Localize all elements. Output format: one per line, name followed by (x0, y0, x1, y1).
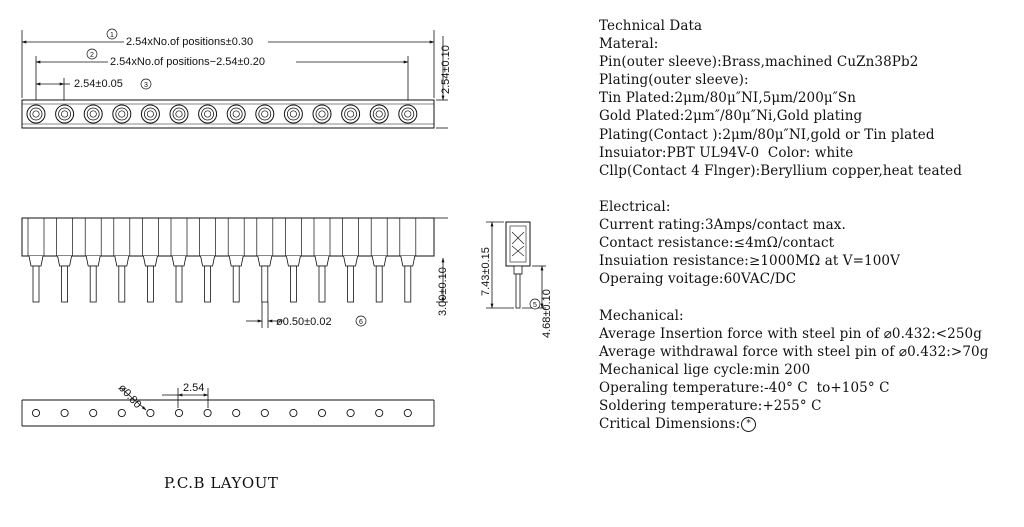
top-socket-contact (283, 104, 303, 124)
spec-plating-contact: Plating(Contact ):2μm/80μ″NI,gold or Tin… (599, 126, 935, 143)
dim-total-marker: 1 (110, 32, 114, 39)
spec-gold-plated: Gold Plated:2μm″/80μ″Ni,Gold plating (599, 108, 863, 125)
top-socket-contact (198, 104, 218, 124)
spec-contact-resistance: Contact resistance:≤4mΩ/contact (599, 235, 835, 252)
side-pin (342, 218, 359, 303)
mechanical-title: Mechanical: (599, 307, 684, 324)
top-socket-contact (112, 104, 132, 124)
pcb-pitch-label: 2.54 (183, 382, 204, 394)
pcb-hole (289, 408, 298, 418)
pcb-hole (203, 408, 212, 418)
pcb-hole (232, 408, 241, 418)
dim-pin-length-label: 3.00±0.10 (437, 267, 449, 316)
pcb-hole (403, 408, 412, 418)
dim-pin-dia-label: ø0.50±0.02 (276, 316, 332, 328)
side-pin (285, 218, 302, 303)
pcb-layout-caption: P.C.B LAYOUT (164, 474, 279, 492)
pcb-hole (31, 408, 41, 418)
spec-clip: Cllp(Contact 4 Flnger):Beryllium copper,… (599, 162, 962, 179)
dim-height-label: 2.54±0.10 (440, 45, 452, 94)
dim-inner-marker: 2 (90, 52, 94, 59)
side-pin (313, 218, 331, 303)
pcb-hole (174, 408, 184, 418)
dim-inner-label: 2.54xNo.of positions−2.54±0.20 (110, 56, 265, 68)
top-socket-contact (226, 104, 246, 124)
top-socket-contact (140, 104, 160, 124)
top-socket-contact (169, 104, 189, 124)
electrical-title: Electrical: (599, 198, 671, 215)
pcb-layout: 2.54 ø0.80 (21, 382, 435, 427)
spec-voltage: Operaing voitage:60VAC/DC (599, 271, 797, 288)
dim-tail-marker: 5 (533, 302, 537, 309)
pcb-hole (146, 408, 155, 418)
side-pin (170, 218, 188, 303)
pcb-hole (260, 408, 269, 418)
spec-operating-temp: Operaling temperature:-40° C to+105° C (599, 379, 890, 396)
critical-dimensions-label: Critical Dimensions: (599, 416, 741, 433)
spec-life-cycle: Mechanical lige cycle:min 200 (599, 361, 811, 378)
side-pin (199, 218, 216, 303)
spec-pin: Pin(outer sleeve):Brass,machined CuZn38P… (599, 54, 919, 71)
top-socket-contact (369, 104, 389, 124)
pcb-hole (375, 408, 384, 418)
side-pin (227, 218, 245, 303)
spec-insulation-resistance: Insuiation resistance:≥1000MΩ at V=100V (599, 253, 900, 270)
pcb-hole (317, 408, 327, 418)
side-pin (27, 218, 45, 303)
technical-drawing: 2.54xNo.of positions±0.30 1 2.54xNo.of p… (21, 28, 553, 427)
dim-pin-dia-marker: 6 (359, 319, 363, 326)
end-view: 7.43±0.15 4.68±0.10 5 (480, 221, 553, 338)
side-pin (56, 218, 73, 303)
dim-pitch-label: 2.54±0.05 (74, 78, 123, 90)
spec-panel: Technical Data Materal: Pin(outer sleeve… (599, 17, 1019, 433)
side-pin (142, 218, 159, 303)
side-pin (370, 218, 388, 303)
spec-insertion-force: Average Insertion force with steel pin o… (599, 325, 982, 342)
dim-tail-label: 4.68±0.10 (541, 289, 553, 338)
technical-data-title: Technical Data (599, 18, 703, 34)
pcb-hole (117, 408, 126, 418)
top-socket-contact (83, 104, 103, 124)
top-socket-contact (312, 104, 332, 124)
spec-tin-plated: Tin Plated:2μm/80μ″NI,5μm/200μ″Sn (599, 90, 857, 107)
dim-pitch-marker: 3 (144, 82, 148, 89)
top-socket-contact (341, 104, 361, 124)
side-view: 3.00±0.10 ø0.50±0.02 6 (21, 217, 449, 328)
spec-insulator: Insuiator:PBT UL94V-0 Color: white (599, 144, 854, 161)
spec-current: Current rating:3Amps/contact max. (599, 217, 846, 234)
pcb-hole (89, 408, 98, 418)
pcb-hole (346, 408, 355, 418)
side-pin (399, 218, 417, 303)
dim-body-label: 7.43±0.15 (480, 247, 492, 296)
material-title: Materal: (599, 36, 659, 53)
top-socket-contact (398, 104, 418, 124)
side-pin (256, 218, 274, 303)
top-socket-contact (26, 104, 46, 124)
spec-critical-dimensions: Critical Dimensions:* (599, 415, 1019, 433)
spec-withdrawal-force: Average withdrawal force with steel pin … (599, 343, 989, 360)
spec-plating-outer: Plating(outer sleeve): (599, 72, 749, 89)
top-socket-contact (55, 104, 75, 124)
dim-total-label: 2.54xNo.of positions±0.30 (126, 36, 253, 48)
pcb-hole (60, 408, 69, 418)
spec-soldering-temp: Soldering temperature:+255° C (599, 397, 822, 414)
critical-dimensions-marker: * (741, 417, 757, 433)
side-pin (84, 218, 102, 303)
top-socket-contact (255, 104, 275, 124)
pcb-hole-label: ø0.80 (116, 382, 144, 411)
top-view: 2.54xNo.of positions±0.30 1 2.54xNo.of p… (21, 28, 452, 129)
side-pin (113, 218, 131, 303)
